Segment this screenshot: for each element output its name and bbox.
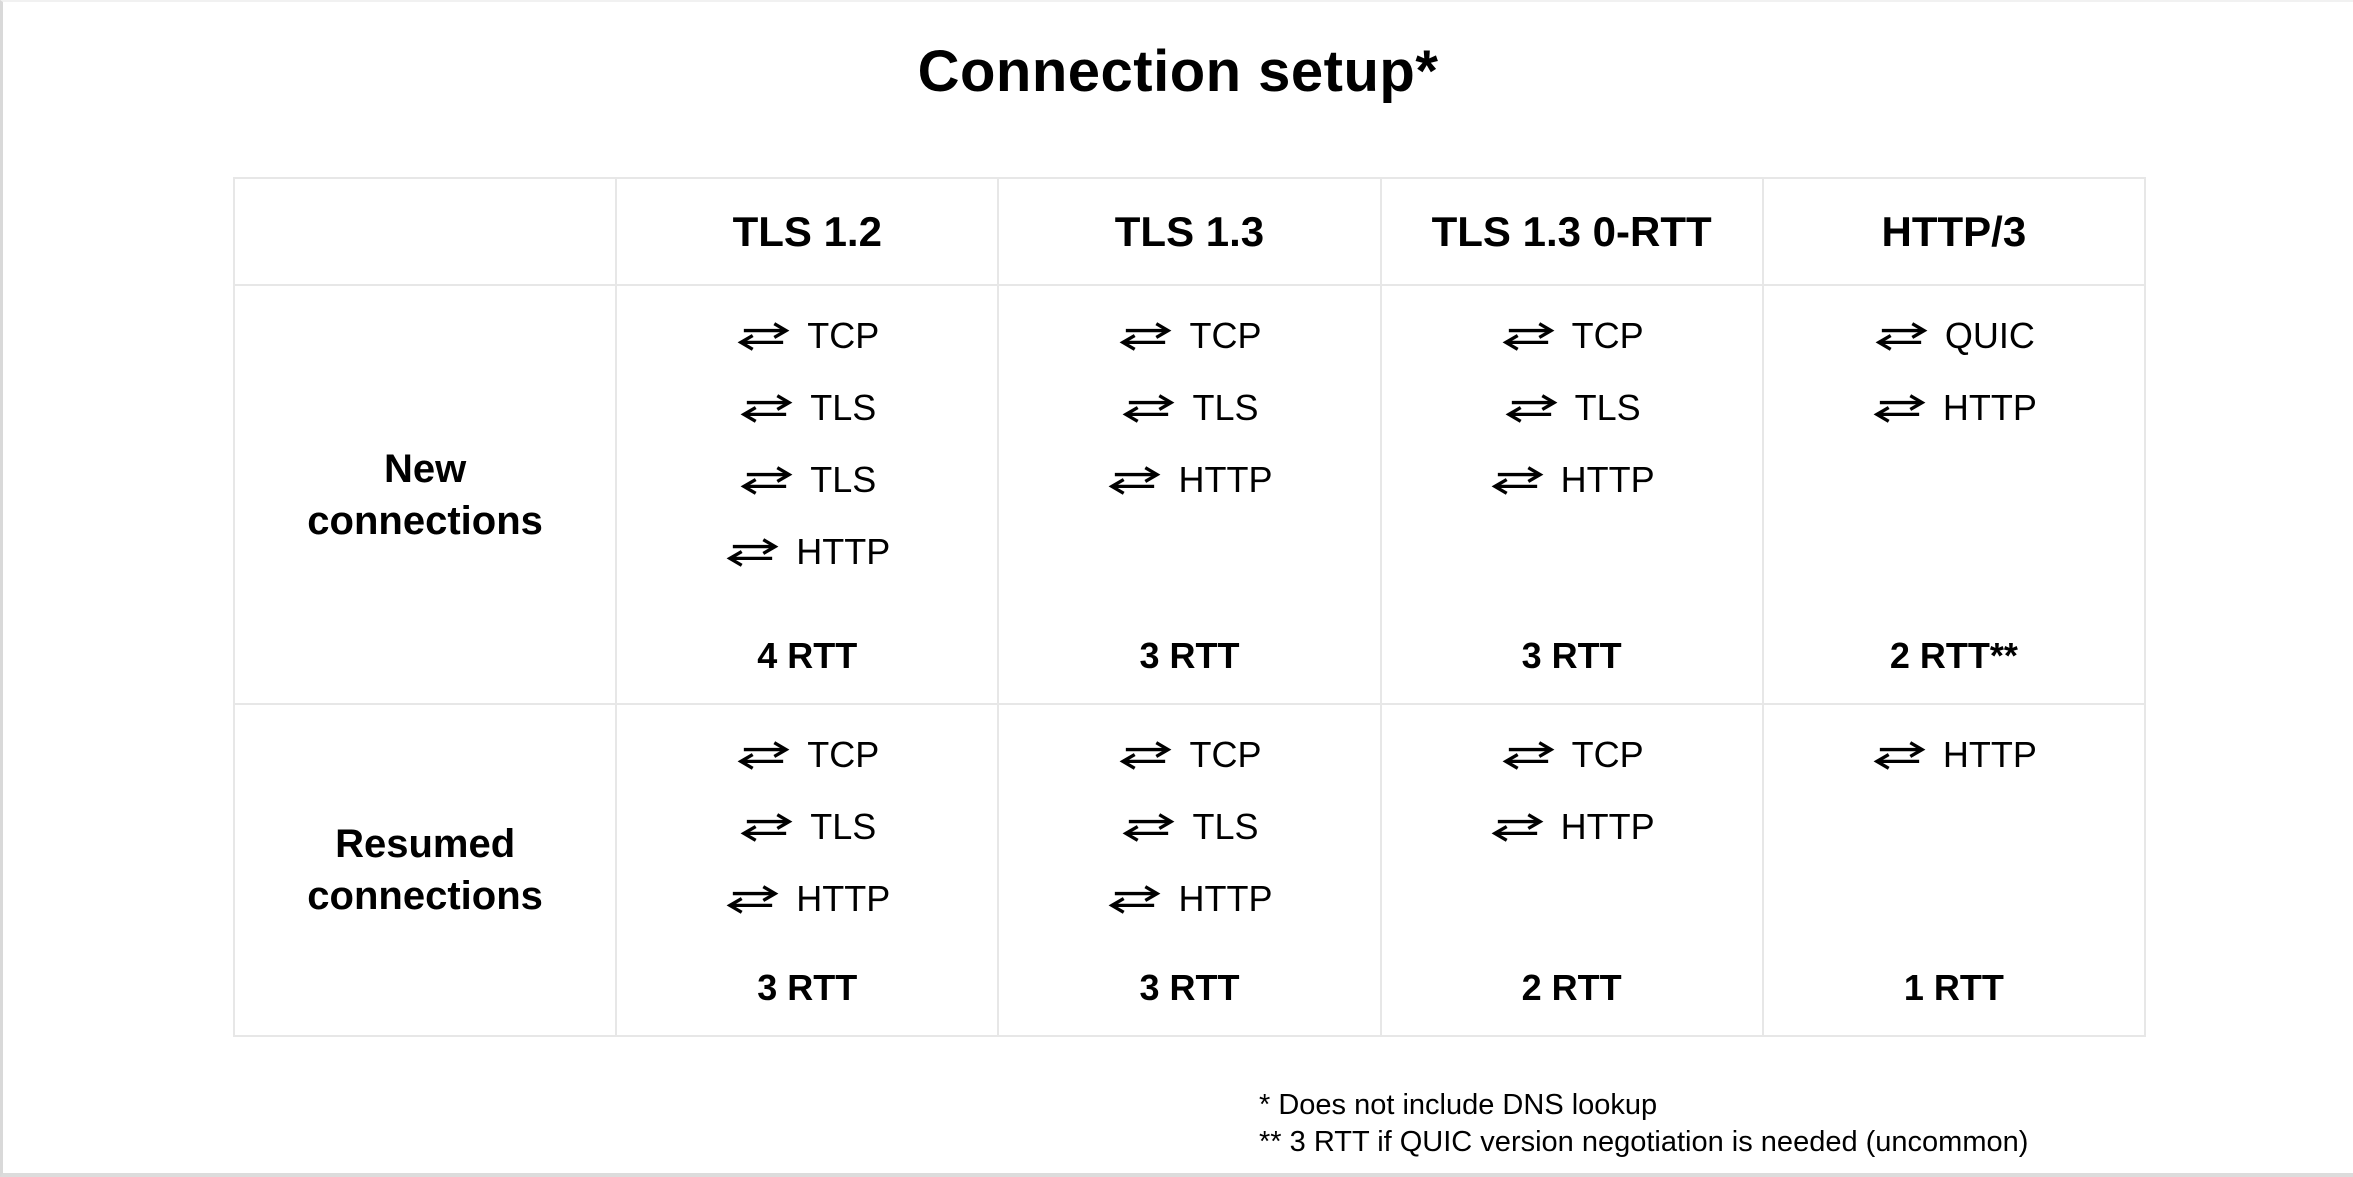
round-trip-arrows-icon [1120,812,1177,842]
protocol-label: TLS [810,459,877,500]
rtt-total: 3 RTT [1139,635,1240,676]
footnotes: * Does not include DNS lookup ** 3 RTT i… [1259,1087,2353,1161]
protocol-label: HTTP [796,531,891,572]
protocol-label: TCP [807,315,880,356]
rtt-total: 3 RTT [1521,635,1622,676]
handshake-step: TLS [617,444,997,516]
footnote-quic-negotiation: ** 3 RTT if QUIC version negotiation is … [1259,1126,2029,1158]
round-trip-arrows-icon [1873,321,1930,351]
round-trip-arrows-icon [1489,812,1546,842]
handshake-step: TLS [617,791,997,863]
protocol-label: TCP [1571,315,1644,356]
rtt-total: 3 RTT [1139,967,1240,1008]
round-trip-arrows-icon [1871,740,1928,770]
protocol-label: TCP [1189,315,1262,356]
handshake-step: HTTP [999,444,1379,516]
round-trip-arrows-icon [1117,740,1174,770]
round-trip-arrows-icon [738,812,795,842]
protocol-label: TCP [1571,734,1644,775]
row-label-resumed-connections: Resumed connections [235,818,615,922]
protocol-label: HTTP [1560,459,1655,500]
row-label-new-connections: New connections [235,443,615,547]
round-trip-arrows-icon [735,321,792,351]
protocol-label: HTTP [1942,734,2037,775]
cell-resumed-tls12: TCP TLS HTTP 3 RTT [617,705,997,1035]
column-header-tls13: TLS 1.3 [997,177,1382,286]
column-header-tls13-0rtt: TLS 1.3 0-RTT [1379,177,1764,286]
round-trip-arrows-icon [738,465,795,495]
handshake-step: TLS [617,372,997,444]
protocol-label: TLS [1192,387,1259,428]
cell-resumed-http3: HTTP 1 RTT [1764,705,2144,1035]
cell-new-tls13-0rtt: TCP TLS HTTP 3 RTT [1382,286,1762,703]
round-trip-arrows-icon [1489,465,1546,495]
round-trip-arrows-icon [724,537,781,567]
handshake-step: QUIC [1764,300,2144,372]
table-header-row: TLS 1.2 TLS 1.3 TLS 1.3 0-RTT HTTP/3 [232,177,2147,286]
handshake-step: TCP [1382,719,1762,791]
round-trip-arrows-icon [1106,884,1163,914]
rtt-total: 2 RTT** [1889,635,2018,676]
handshake-step: TCP [617,300,997,372]
row-label-line: connections [307,498,543,543]
handshake-step: TCP [999,719,1379,791]
round-trip-arrows-icon [1500,321,1557,351]
cell-resumed-tls13: TCP TLS HTTP 3 RTT [999,705,1379,1035]
page-title: Connection setup* [917,39,1439,104]
protocol-label: QUIC [1944,315,2035,356]
row-label-line: New [383,446,467,491]
round-trip-arrows-icon [1120,393,1177,423]
round-trip-arrows-icon [735,740,792,770]
handshake-step: TCP [999,300,1379,372]
protocol-label: HTTP [1942,387,2037,428]
round-trip-arrows-icon [1117,321,1174,351]
protocol-label: TCP [807,734,880,775]
protocol-label: TLS [1192,806,1259,847]
table-row-resumed-connections: Resumed connections TCP TLS H [232,703,2147,1037]
table-row-new-connections: New connections TCP TLS TLS [232,284,2147,705]
handshake-step: TCP [617,719,997,791]
row-label-line: Resumed [335,822,516,866]
cell-new-tls13: TCP TLS HTTP 3 RTT [999,286,1379,703]
protocol-label: HTTP [796,878,891,919]
round-trip-arrows-icon [1106,465,1163,495]
protocol-label: TLS [810,387,877,428]
handshake-step: HTTP [617,863,997,935]
cell-new-http3: QUIC HTTP 2 RTT** [1764,286,2144,703]
round-trip-arrows-icon [738,393,795,423]
protocol-label: TLS [810,806,877,847]
column-header-tls12: TLS 1.2 [615,177,1000,286]
rtt-total: 1 RTT [1903,967,2004,1008]
protocol-label: TLS [1574,387,1641,428]
handshake-step: TCP [1382,300,1762,372]
round-trip-arrows-icon [1871,393,1928,423]
connection-setup-table: TLS 1.2 TLS 1.3 TLS 1.3 0-RTT HTTP/3 New… [232,177,2147,1037]
protocol-label: HTTP [1178,459,1273,500]
cell-new-tls12: TCP TLS TLS HTTP 4 RTT [617,286,997,703]
protocol-label: HTTP [1560,806,1655,847]
handshake-step: HTTP [617,516,997,588]
handshake-step: HTTP [1764,719,2144,791]
protocol-label: HTTP [1178,878,1273,919]
handshake-step: TLS [999,372,1379,444]
handshake-step: HTTP [1382,444,1762,516]
cell-resumed-tls13-0rtt: TCP HTTP 2 RTT [1382,705,1762,1035]
rtt-total: 2 RTT [1521,967,1622,1008]
round-trip-arrows-icon [724,884,781,914]
corner-cell [232,177,618,286]
handshake-step: HTTP [1764,372,2144,444]
rtt-total: 3 RTT [757,967,858,1008]
handshake-step: TLS [1382,372,1762,444]
protocol-label: TCP [1189,734,1262,775]
rtt-total: 4 RTT [757,635,858,676]
footnote-dns: * Does not include DNS lookup [1259,1089,1658,1121]
row-label-line: connections [307,874,543,918]
handshake-step: HTTP [1382,791,1762,863]
handshake-step: TLS [999,791,1379,863]
handshake-step: HTTP [999,863,1379,935]
round-trip-arrows-icon [1500,740,1557,770]
round-trip-arrows-icon [1503,393,1560,423]
column-header-http3: HTTP/3 [1761,177,2147,286]
